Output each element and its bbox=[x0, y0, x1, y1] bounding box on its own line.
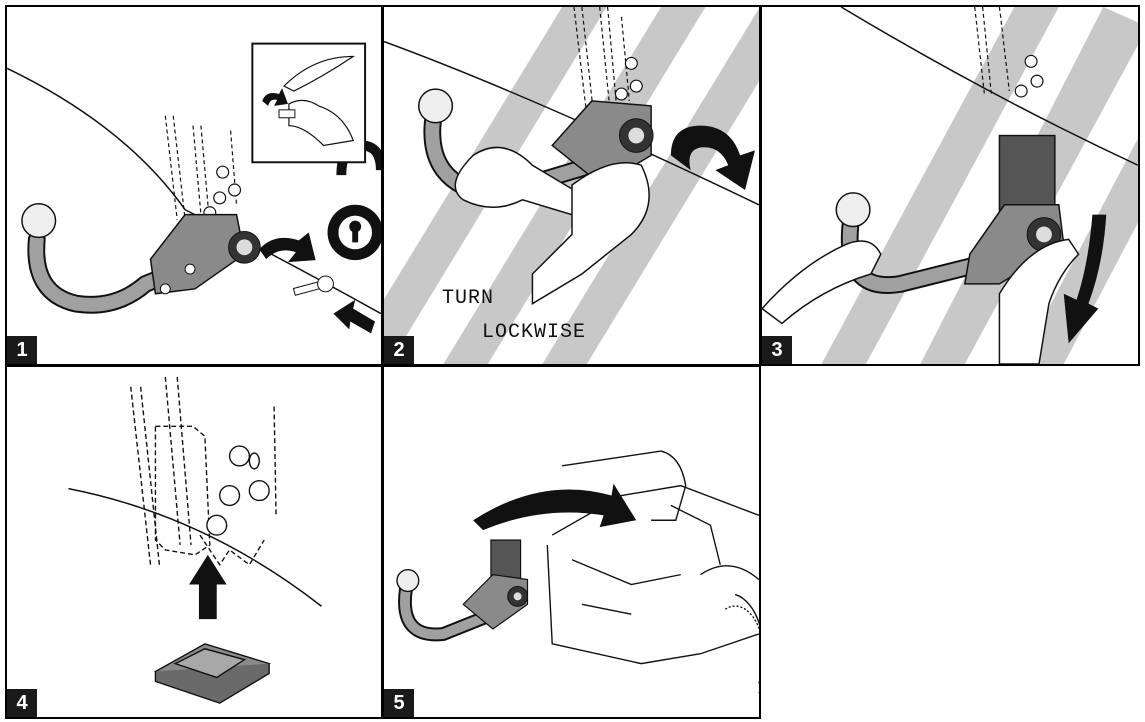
instruction-text-line-2: LOCKWISE bbox=[482, 321, 586, 344]
instruction-text-line-1: TURN bbox=[442, 287, 494, 310]
step-3-panel: 3 bbox=[760, 5, 1140, 366]
step-1-illustration bbox=[7, 7, 381, 364]
rotate-arrow-icon bbox=[259, 232, 315, 262]
mounting-bracket-icon bbox=[131, 377, 276, 565]
hand-with-key-inset bbox=[252, 44, 365, 163]
up-arrow-icon bbox=[189, 555, 227, 619]
step-number-badge: 4 bbox=[7, 689, 37, 717]
car-trunk-icon bbox=[547, 451, 759, 693]
insert-arrow-icon bbox=[333, 300, 375, 334]
step-5-panel: 5 bbox=[382, 365, 761, 719]
bolt-icon bbox=[207, 446, 269, 535]
curved-arrow-icon bbox=[473, 484, 636, 530]
step-number-badge: 2 bbox=[384, 336, 414, 364]
cover-cap-icon bbox=[155, 644, 269, 703]
step-4-illustration bbox=[7, 367, 381, 717]
bolt-icon bbox=[204, 166, 241, 218]
step-3-illustration bbox=[762, 7, 1138, 364]
step-1-panel: 1 bbox=[5, 5, 383, 366]
step-number-badge: 1 bbox=[7, 336, 37, 364]
tow-hook-icon bbox=[22, 204, 260, 305]
key-icon bbox=[293, 276, 333, 295]
step-2-panel: TURN LOCKWISE 2 bbox=[382, 5, 761, 366]
step-4-panel: 4 bbox=[5, 365, 383, 719]
step-5-illustration bbox=[384, 367, 759, 717]
step-2-illustration bbox=[384, 7, 759, 364]
step-number-badge: 5 bbox=[384, 689, 414, 717]
step-number-badge: 3 bbox=[762, 336, 792, 364]
tow-hook-icon bbox=[397, 540, 528, 634]
